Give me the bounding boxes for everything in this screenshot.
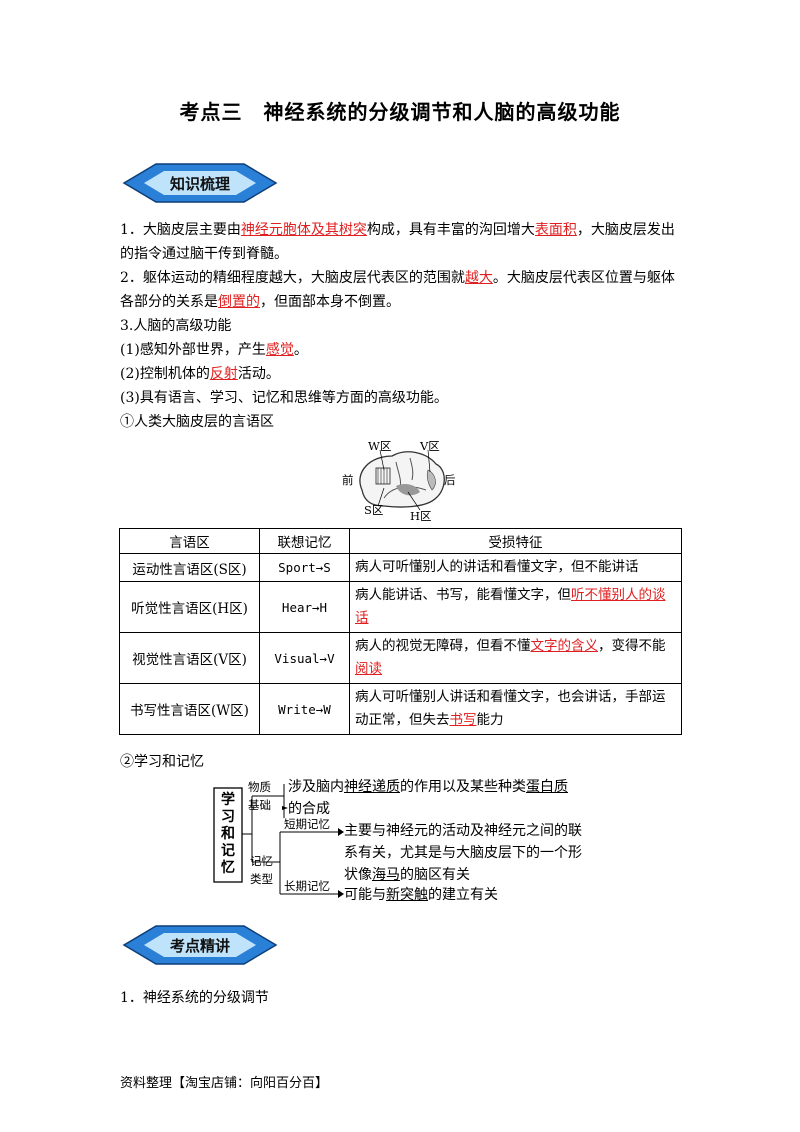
table-cell-memo: Hear→H [259, 581, 350, 633]
page-title: 考点三 神经系统的分级调节和人脑的高级功能 [179, 100, 621, 124]
section-banner-key-points: 考点精讲 [120, 922, 280, 968]
answer-text: 倒置的 [218, 294, 260, 310]
paragraph-8: ②学习和记忆 [120, 754, 204, 770]
table-cell-feature: 病人的视觉无障碍，但看不懂文字的含义，变得不能阅读 [349, 632, 682, 684]
language-area-table: 言语区 联想记忆 受损特征 运动性言语区(S区) Sport→S 病人可听懂别人… [119, 528, 682, 735]
table-cell-feature: 病人可听懂别人讲话和看懂文字，也会讲话，手部运动正常，但失去书写能力 [349, 683, 682, 735]
table-cell-memo: Sport→S [259, 553, 350, 582]
paragraph-4: (1)感知外部世界，产生感觉。 [120, 342, 308, 358]
answer-text: 阅读 [355, 661, 382, 677]
table-row: 视觉性言语区(V区) Visual→V 病人的视觉无障碍，但看不懂文字的含义，变… [119, 632, 682, 684]
memory-type-label: 记忆类型 [250, 854, 273, 886]
short-term-text: 主要与神经元的活动及神经元之间的联系有关，尤其是与大脑皮层下的一个形状像海马的脑… [344, 823, 582, 883]
paragraph-9: 1．神经系统的分级调节 [120, 990, 269, 1006]
table-cell-area: 书写性言语区(W区) [119, 683, 260, 735]
table-header: 受损特征 [349, 528, 682, 554]
table-header: 言语区 [119, 528, 260, 554]
table-cell-area: 听觉性言语区(H区) [119, 581, 260, 633]
paragraph-7: ①人类大脑皮层的言语区 [120, 414, 274, 430]
material-basis-label: 物质基础 [248, 780, 271, 812]
table-cell-area: 运动性言语区(S区) [119, 553, 260, 582]
section-banner-knowledge: 知识梳理 [120, 160, 280, 206]
memory-diagram: 学习和记忆 物质基础 涉及脑内神经递质的作用以及某些种类蛋白质的合成 记忆类型 … [210, 778, 610, 906]
banner-diamond-icon [122, 925, 278, 965]
paragraph-1: 1．大脑皮层主要由神经元胞体及其树突构成，具有丰富的沟回增大表面积，大脑皮层发出… [120, 222, 675, 262]
long-term-label: 长期记忆 [284, 879, 330, 893]
page-footer: 资料整理【淘宝店铺：向阳百分百】 [120, 1076, 329, 1091]
brain-label-v: V区 [420, 439, 440, 453]
memory-root-label: 学习和记忆 [221, 792, 235, 876]
table-cell-memo: Visual→V [259, 632, 350, 684]
brain-label-back: 后 [444, 473, 456, 487]
table-cell-feature: 病人能讲话、书写，能看懂文字，但听不懂别人的谈话 [349, 581, 682, 633]
short-term-label: 短期记忆 [284, 817, 330, 831]
table-cell-area: 视觉性言语区(V区) [119, 632, 260, 684]
table-cell-feature: 病人可听懂别人的讲话和看懂文字，但不能讲话 [349, 553, 682, 582]
banner-label: 考点精讲 [169, 936, 230, 955]
paragraph-3: 3.人脑的高级功能 [120, 318, 232, 334]
table-row: 听觉性言语区(H区) Hear→H 病人能讲话、书写，能看懂文字，但听不懂别人的… [119, 581, 682, 633]
brain-figure: W区 V区 前 后 S区 H区 [340, 436, 460, 523]
answer-text: 反射 [209, 366, 238, 382]
banner-diamond-icon [122, 163, 278, 203]
memory-connector-lines [213, 784, 344, 898]
paragraph-2: 2．躯体运动的精细程度越大，大脑皮层代表区的范围就越大。大脑皮层代表区位置与躯体… [120, 270, 675, 310]
brain-label-w: W区 [368, 439, 392, 453]
answer-text: 越大 [464, 270, 493, 286]
table-row: 书写性言语区(W区) Write→W 病人可听懂别人讲话和看懂文字，也会讲话，手… [119, 683, 682, 735]
answer-text: 文字的含义 [530, 638, 599, 654]
brain-label-front: 前 [342, 473, 354, 487]
brain-diagram-icon [359, 449, 445, 511]
material-basis-text: 涉及脑内神经递质的作用以及某些种类蛋白质的合成 [288, 779, 568, 817]
paragraph-5: (2)控制机体的反射活动。 [120, 366, 280, 382]
answer-text: 书写 [449, 712, 477, 728]
answer-text: 听不懂别人的谈话 [355, 587, 666, 626]
answer-text: 表面积 [534, 222, 577, 238]
table-cell-memo: Write→W [259, 683, 350, 735]
paragraph-6: (3)具有语言、学习、记忆和思维等方面的高级功能。 [120, 390, 448, 406]
table-row: 运动性言语区(S区) Sport→S 病人可听懂别人的讲话和看懂文字，但不能讲话 [119, 553, 682, 582]
answer-text: 神经元胞体及其树突 [240, 222, 367, 238]
brain-label-h: H区 [410, 509, 432, 523]
long-term-text: 可能与新突触的建立有关 [344, 887, 498, 903]
brain-label-s: S区 [364, 503, 384, 517]
table-header: 联想记忆 [259, 528, 350, 554]
answer-text: 感觉 [265, 342, 294, 358]
banner-label: 知识梳理 [169, 174, 230, 193]
table-header-row: 言语区 联想记忆 受损特征 [119, 528, 682, 554]
